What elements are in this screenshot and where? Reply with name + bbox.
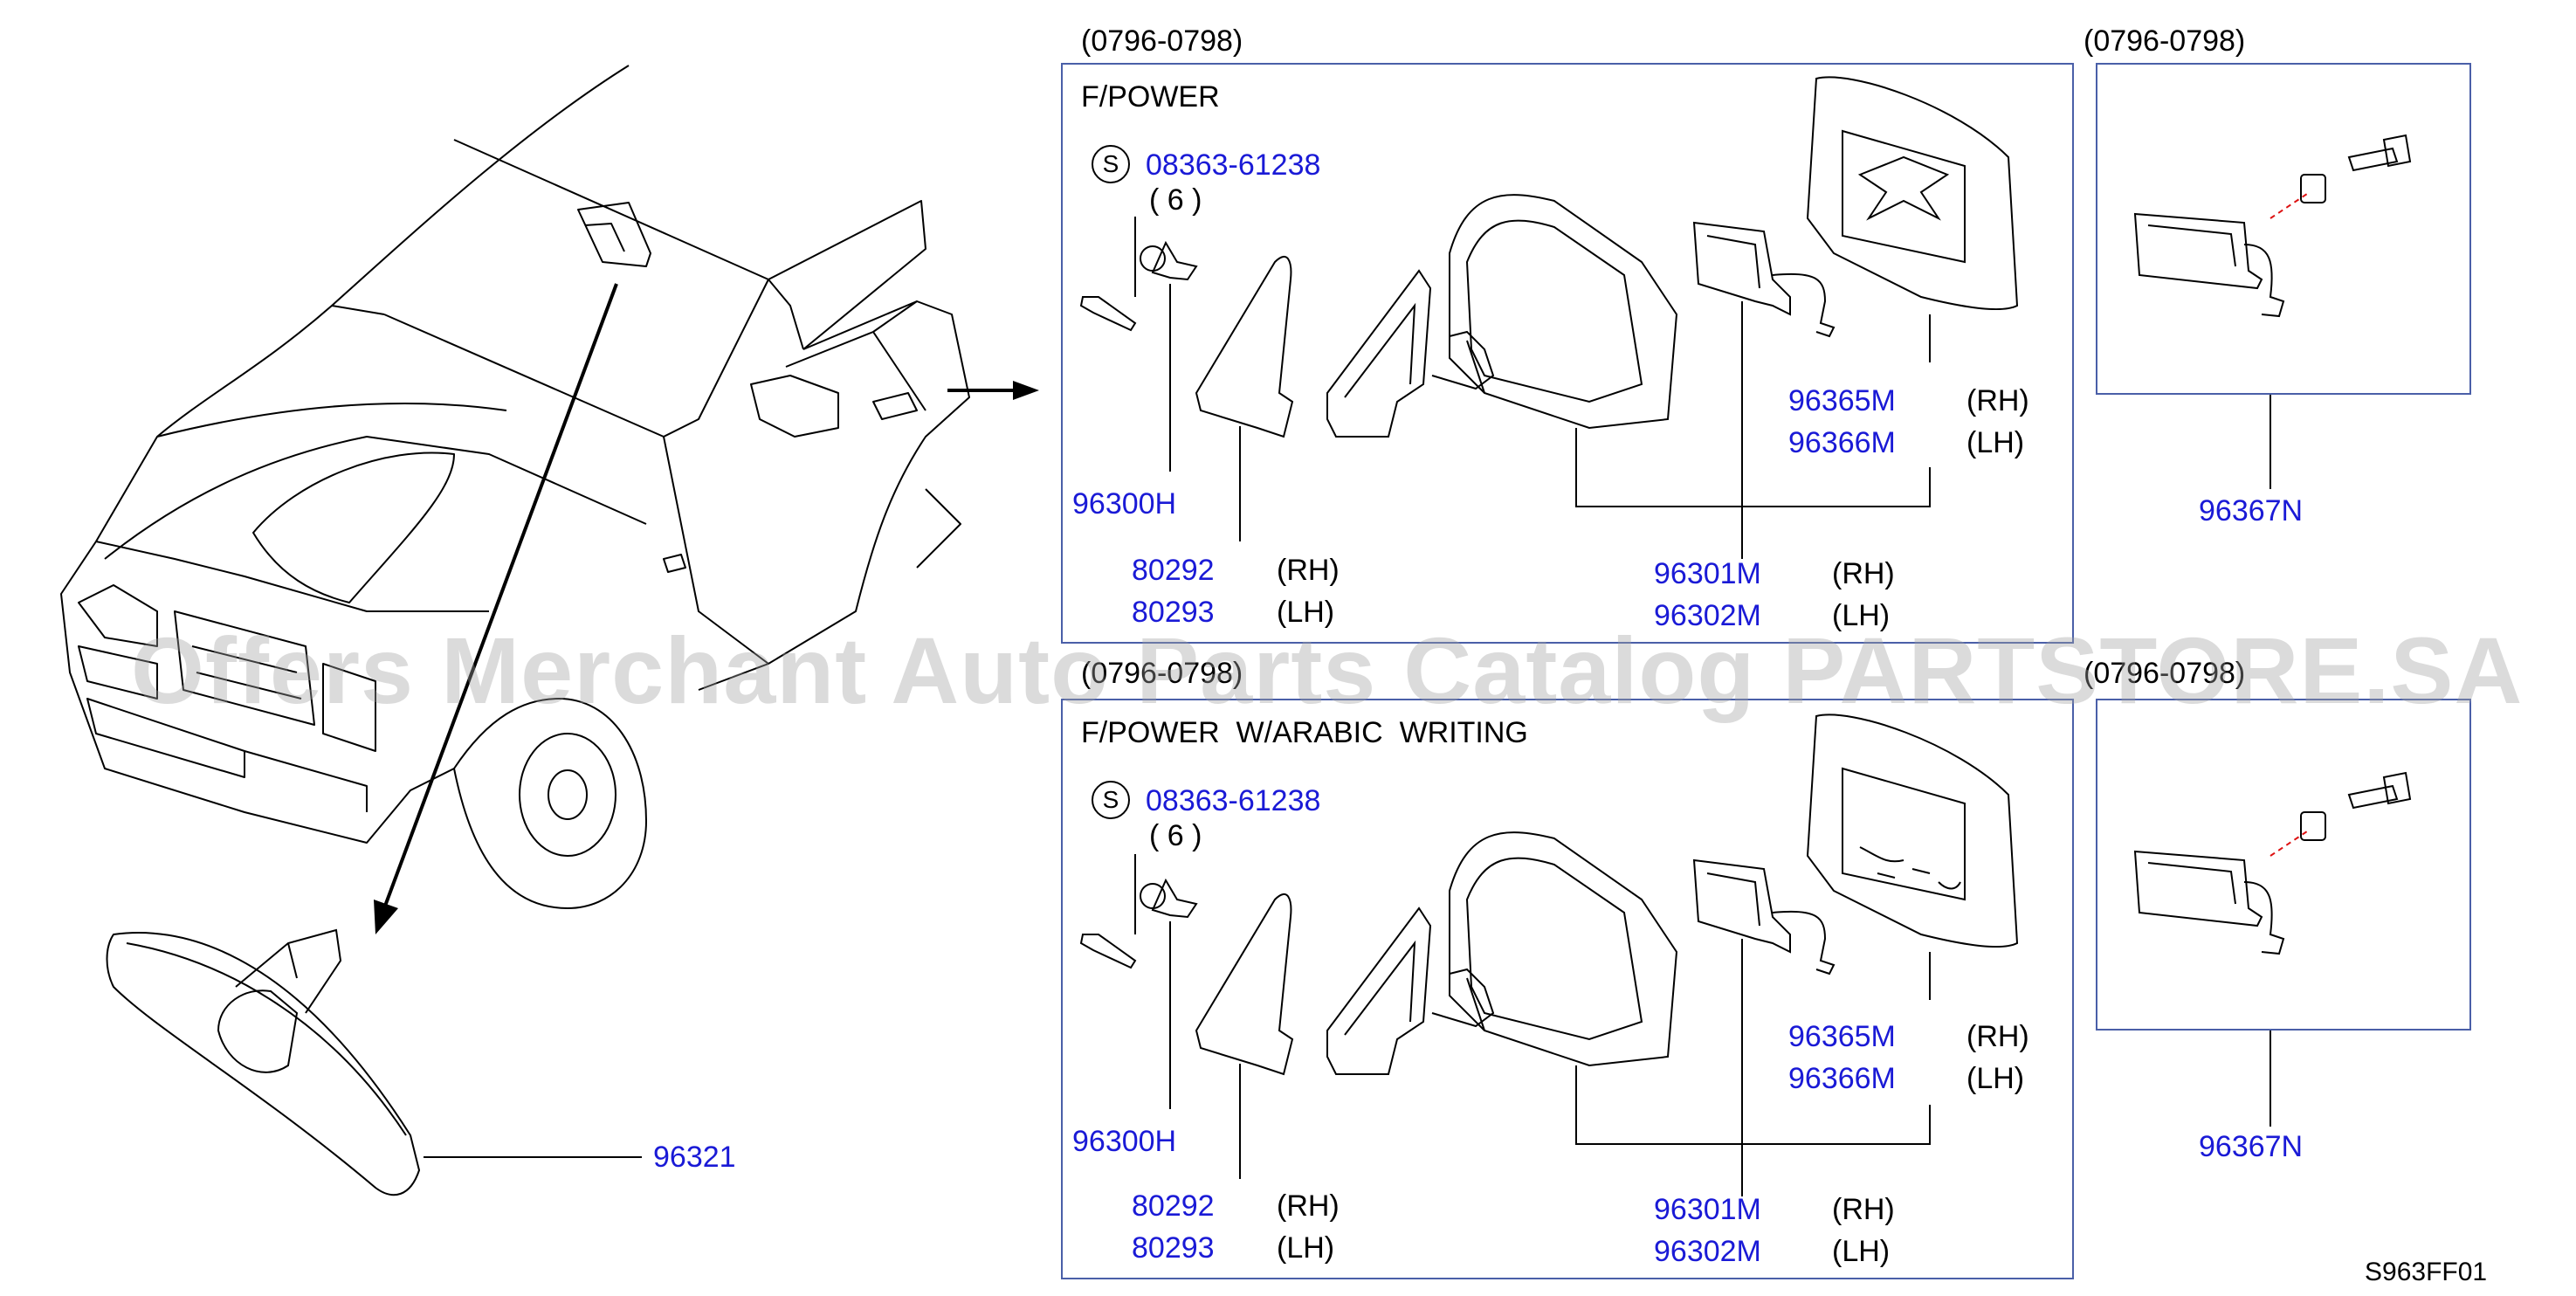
panel1-side-frame (2096, 63, 2471, 395)
panel2-glass-rh-side: (RH) (1966, 1020, 2029, 1053)
panel1-date-range: (0796-0798) (1081, 24, 1243, 58)
panel2-side-frame (2096, 699, 2471, 1031)
panel1-part-label-glass-lh[interactable]: 96366M (1788, 426, 1896, 459)
leader-arrows (374, 283, 1039, 934)
panel2-cover-lh-side: (LH) (1277, 1231, 1335, 1265)
panel1-title: F/POWER (1081, 80, 1220, 114)
panel2-mirror-lh-side: (LH) (1832, 1235, 1891, 1268)
panel1-frame (1061, 63, 2074, 644)
panel2-date-range: (0796-0798) (1081, 657, 1243, 690)
panel1-part-label-mirror-rh[interactable]: 96301M (1654, 557, 1761, 590)
panel1-cover-lh-side: (LH) (1277, 596, 1335, 629)
rearview-mirror-drawing (106, 928, 642, 1196)
panel2-screw-qty: ( 6 ) (1149, 819, 1202, 852)
panel1-part-label-screw[interactable]: 08363-61238 (1146, 148, 1321, 182)
panel2-part-label-glass-rh[interactable]: 96365M (1788, 1020, 1896, 1053)
panel1-screw-symbol: S (1092, 145, 1130, 183)
panel2-frame (1061, 699, 2074, 1279)
panel1-part-label-cover-lh[interactable]: 80293 (1132, 596, 1215, 629)
panel1-side-date-range: (0796-0798) (2084, 24, 2246, 58)
panel1-screw-qty: ( 6 ) (1149, 183, 1202, 217)
vehicle-drawing (60, 65, 970, 909)
panel2-side-date-range: (0796-0798) (2084, 657, 2246, 690)
panel1-drawing (1079, 76, 2412, 559)
panel1-part-label-glass-rh[interactable]: 96365M (1788, 384, 1896, 417)
panel2-mirror-rh-side: (RH) (1832, 1193, 1895, 1226)
panel1-part-label-actuator[interactable]: 96367N (2199, 494, 2304, 527)
panel2-part-label-actuator[interactable]: 96367N (2199, 1130, 2304, 1163)
panel2-title: F/POWER W/ARABIC WRITING (1081, 716, 1528, 749)
panel1-part-label-mirror-lh[interactable]: 96302M (1654, 599, 1761, 632)
panel2-part-label-mirror-lh[interactable]: 96302M (1654, 1235, 1761, 1268)
panel2-part-label-cover-lh[interactable]: 80293 (1132, 1231, 1215, 1265)
panel1-mirror-lh-side: (LH) (1832, 599, 1891, 632)
part-label-rearview-mirror[interactable]: 96321 (653, 1141, 736, 1174)
panel2-part-label-screw[interactable]: 08363-61238 (1146, 784, 1321, 817)
panel1-glass-lh-side: (LH) (1966, 426, 2025, 459)
panel2-drawing (1079, 713, 2412, 1196)
diagram-code: S963FF01 (2365, 1258, 2488, 1286)
panel1-part-label-cover-rh[interactable]: 80292 (1132, 554, 1215, 587)
panel2-cover-rh-side: (RH) (1277, 1189, 1340, 1223)
panel1-cover-rh-side: (RH) (1277, 554, 1340, 587)
panel1-mirror-rh-side: (RH) (1832, 557, 1895, 590)
panel2-part-label-cover-rh[interactable]: 80292 (1132, 1189, 1215, 1223)
panel1-part-label-clip[interactable]: 96300H (1072, 487, 1177, 520)
panel2-part-label-mirror-rh[interactable]: 96301M (1654, 1193, 1761, 1226)
panel2-glass-lh-side: (LH) (1966, 1062, 2025, 1095)
panel2-part-label-clip[interactable]: 96300H (1072, 1125, 1177, 1158)
panel2-screw-symbol: S (1092, 781, 1130, 819)
panel1-glass-rh-side: (RH) (1966, 384, 2029, 417)
panel2-part-label-glass-lh[interactable]: 96366M (1788, 1062, 1896, 1095)
